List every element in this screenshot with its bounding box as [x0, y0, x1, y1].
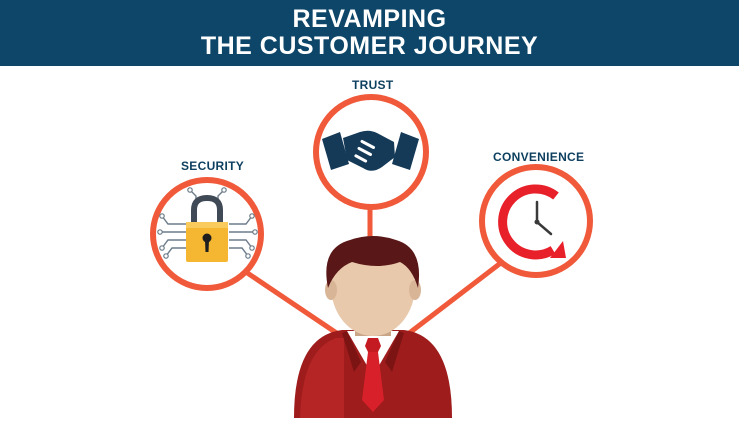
label-convenience: CONVENIENCE [493, 150, 585, 164]
label-security: SECURITY [181, 159, 245, 173]
clock-arrow-icon [498, 184, 566, 260]
convenience-connector [406, 260, 504, 336]
convenience-node [479, 164, 593, 278]
handshake-icon [322, 130, 419, 171]
security-node [150, 177, 264, 291]
trust-node [313, 94, 429, 210]
businessman-avatar [294, 236, 452, 418]
label-trust: TRUST [352, 78, 394, 92]
title-line-2: THE CUSTOMER JOURNEY [200, 32, 539, 60]
title-line-1: REVAMPING [292, 5, 447, 33]
title-banner: REVAMPING THE CUSTOMER JOURNEY [0, 0, 739, 66]
padlock-circuit-icon [157, 187, 258, 262]
security-connector [238, 265, 340, 337]
